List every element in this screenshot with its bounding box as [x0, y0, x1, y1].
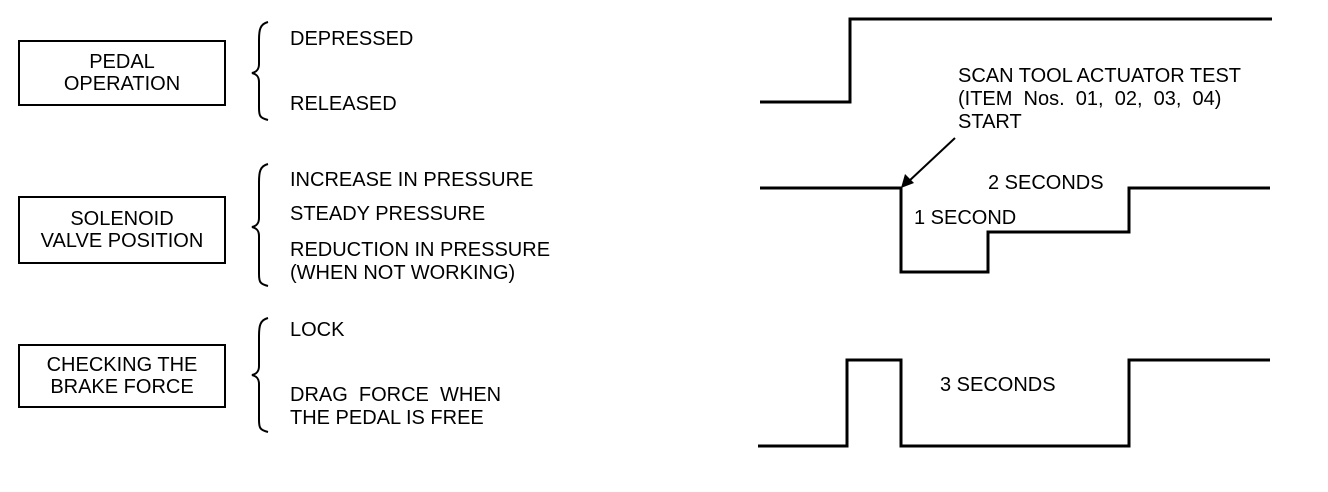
two-seconds-label: 2 SECONDS — [988, 172, 1104, 194]
state-drag-force: DRAG FORCE WHEN — [290, 384, 502, 406]
box-label-line: CHECKING THE — [46, 354, 198, 376]
one-second-label: 1 SECOND — [914, 207, 1017, 229]
solenoid-brace — [251, 163, 269, 287]
state-depressed: DEPRESSED — [290, 28, 414, 50]
state-increase-in-pressure: INCREASE IN PRESSURE — [290, 169, 534, 191]
brake-waveform — [758, 358, 1270, 448]
box-label-line: SOLENOID — [70, 208, 174, 230]
pedal-brace — [251, 21, 269, 121]
scan-tool-test-line-3: START — [958, 111, 1022, 133]
solenoid-valve-position-box: SOLENOID VALVE POSITION — [18, 196, 226, 264]
start-arrow-line — [907, 137, 956, 183]
brake-brace — [251, 317, 269, 433]
state-lock: LOCK — [290, 319, 345, 341]
box-label-line: VALVE POSITION — [40, 230, 204, 252]
box-label-line: PEDAL — [89, 51, 155, 73]
scan-tool-test-line-2: (ITEM Nos. 01, 02, 03, 04) — [958, 88, 1222, 110]
start-arrow-head — [901, 174, 914, 188]
scan-tool-test-line-1: SCAN TOOL ACTUATOR TEST — [958, 65, 1242, 87]
box-label-line: OPERATION — [63, 73, 181, 95]
state-when-not-working: (WHEN NOT WORKING) — [290, 262, 516, 284]
state-reduction-in-pressure: REDUCTION IN PRESSURE — [290, 239, 551, 261]
state-pedal-free: THE PEDAL IS FREE — [290, 407, 484, 429]
pedal-operation-box: PEDAL OPERATION — [18, 40, 226, 106]
pedal-waveform — [760, 17, 1272, 104]
solenoid-waveform — [760, 186, 1270, 274]
state-steady-pressure: STEADY PRESSURE — [290, 203, 486, 225]
box-label-line: BRAKE FORCE — [50, 376, 194, 398]
three-seconds-label: 3 SECONDS — [940, 374, 1056, 396]
checking-brake-force-box: CHECKING THE BRAKE FORCE — [18, 344, 226, 408]
state-released: RELEASED — [290, 93, 397, 115]
